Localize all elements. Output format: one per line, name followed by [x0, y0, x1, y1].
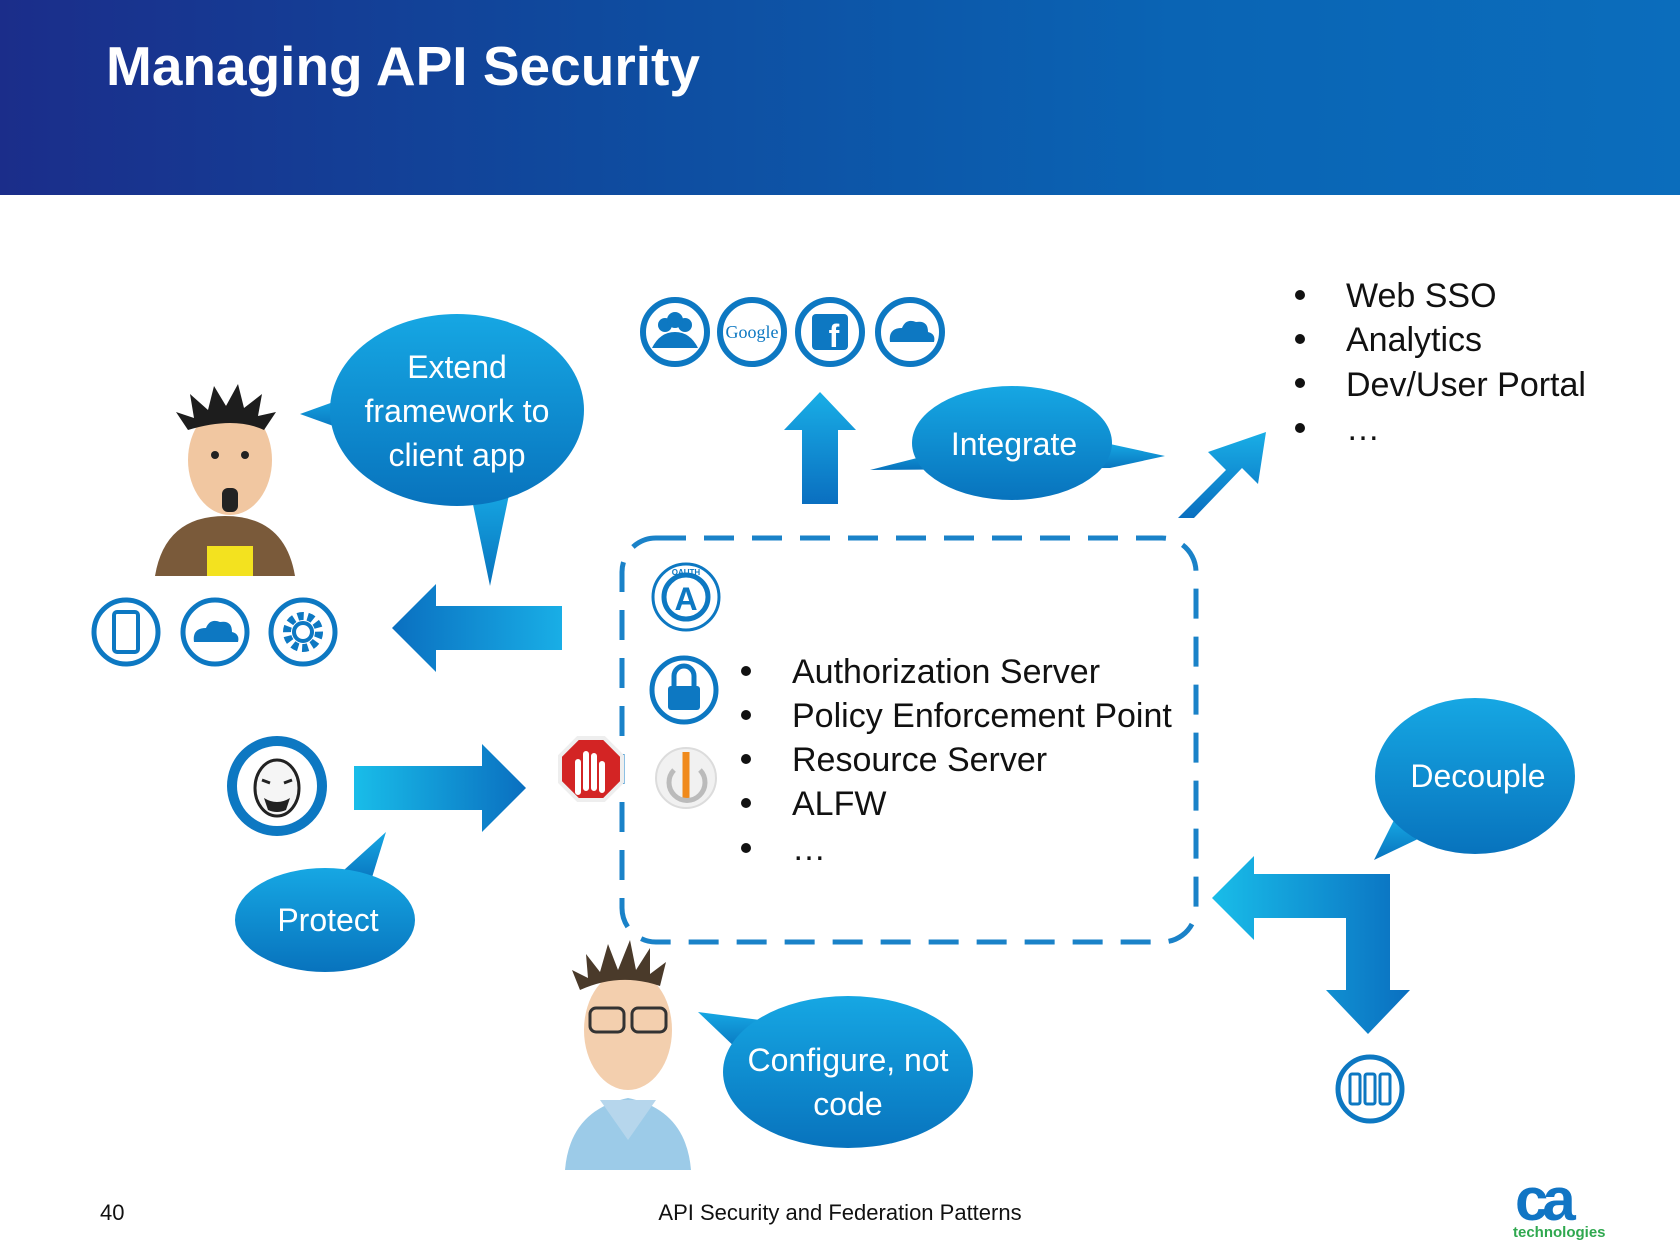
right-arrow: [354, 744, 526, 832]
configurator-avatar: [565, 940, 691, 1170]
svg-text:code: code: [813, 1086, 882, 1122]
lock-icon: [649, 655, 719, 725]
list-item: ALFW: [792, 785, 886, 823]
left-arrow: [392, 584, 562, 672]
users-icon: [640, 297, 710, 367]
logo-text: technologies: [1513, 1224, 1606, 1241]
configure-bubble: Configure, not code: [698, 996, 973, 1148]
oauth-icon: A OAUTH: [651, 562, 721, 632]
ca-technologies-logo: ca technologies: [1505, 1170, 1615, 1245]
gateway-dashed-box: [619, 535, 1199, 945]
facebook-icon: f: [795, 297, 865, 367]
database-icon: [1335, 1054, 1405, 1124]
list-item: Analytics: [1346, 321, 1482, 359]
stop-hand-icon: [558, 736, 624, 802]
bent-arrow: [1212, 856, 1410, 1034]
list-item: Web SSO: [1346, 277, 1497, 315]
integrate-bubble: Integrate: [870, 386, 1165, 500]
list-item: Dev/User Portal: [1346, 366, 1586, 404]
google-icon: Google: [717, 297, 787, 367]
protect-bubble: Protect: [235, 832, 415, 972]
svg-text:f: f: [829, 318, 840, 354]
mobile-phone-icon: [91, 597, 161, 667]
svg-text:Decouple: Decouple: [1410, 758, 1545, 794]
list-item: Resource Server: [792, 741, 1047, 779]
extend-bubble: Extend framework to client app: [300, 314, 584, 586]
up-arrow: [784, 392, 856, 504]
svg-text:Google: Google: [726, 322, 779, 342]
header-banner: Managing API Security: [0, 0, 1680, 195]
svg-text:Integrate: Integrate: [951, 426, 1077, 462]
developer-avatar: [155, 384, 295, 576]
page-title: Managing API Security: [106, 35, 700, 97]
list-item: Authorization Server: [792, 653, 1100, 691]
list-item: Policy Enforcement Point: [792, 697, 1172, 735]
svg-text:framework to: framework to: [365, 393, 550, 429]
decouple-bubble: Decouple: [1374, 698, 1575, 860]
list-item: …: [1346, 410, 1380, 448]
svg-text:Protect: Protect: [277, 902, 378, 938]
footer-title: API Security and Federation Patterns: [658, 1200, 1022, 1225]
attacker-icon: [227, 736, 327, 836]
svg-text:OAUTH: OAUTH: [672, 568, 701, 577]
svg-text:Extend: Extend: [407, 349, 507, 385]
diagonal-arrow: [1178, 432, 1266, 518]
page-number: 40: [100, 1200, 125, 1225]
gear-icon: [268, 597, 338, 667]
svg-text:client app: client app: [389, 437, 526, 473]
cloud-icon: [180, 597, 250, 667]
svg-text:A: A: [674, 581, 697, 617]
identity-provider-icon: [655, 747, 717, 809]
logo-mark: ca: [1515, 1166, 1576, 1233]
list-item: …: [792, 830, 826, 868]
server-list: Authorization Server Policy Enforcement …: [741, 653, 1172, 868]
integration-list: Web SSO Analytics Dev/User Portal …: [1295, 277, 1586, 448]
cloud-icon-top: [875, 297, 945, 367]
svg-text:Configure, not: Configure, not: [747, 1042, 948, 1078]
